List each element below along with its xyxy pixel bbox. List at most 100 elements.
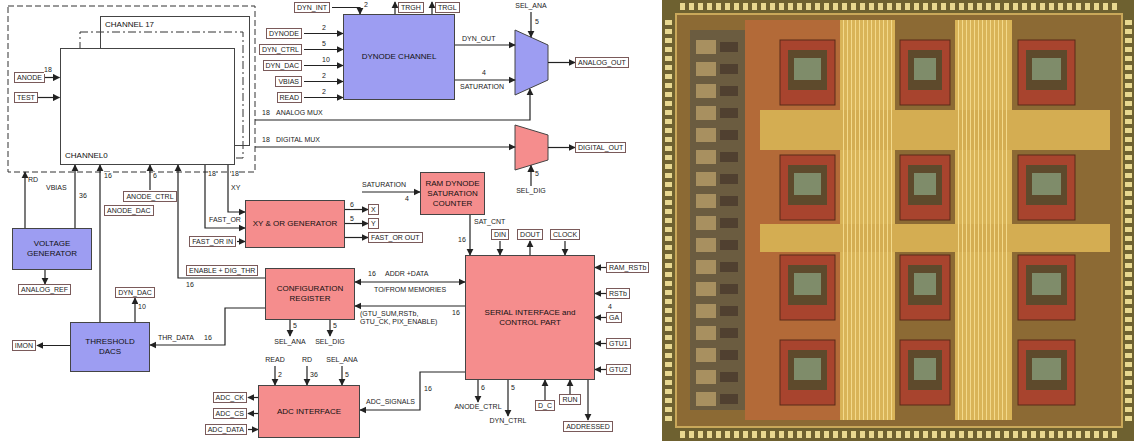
- bond-pad: [665, 218, 672, 223]
- bus-width: 4: [405, 195, 409, 203]
- bond-pad: [665, 254, 672, 259]
- circuit-block: [1018, 155, 1075, 220]
- wire: [36, 97, 60, 98]
- wire: [564, 241, 565, 255]
- bond-pad: [941, 431, 946, 438]
- bus-width: 5: [511, 384, 515, 392]
- bond-pad: [914, 3, 919, 10]
- bus-width: 16: [424, 385, 432, 393]
- bond-pad: [725, 3, 730, 10]
- bus-width: 10: [322, 56, 330, 64]
- wire: [587, 380, 588, 420]
- bond-pad: [689, 431, 694, 438]
- bond-pad: [1125, 110, 1132, 115]
- wiring-band: [955, 20, 1012, 420]
- bond-pad: [761, 3, 766, 10]
- pin-label: DYN_INT: [294, 2, 330, 13]
- bond-pad: [1125, 371, 1132, 376]
- io-cell: [720, 196, 738, 206]
- bond-pad: [968, 431, 973, 438]
- circuit-core: [914, 358, 936, 380]
- bond-pad: [665, 74, 672, 79]
- wire: [304, 49, 343, 50]
- pin-label: ANODE_DAC: [104, 205, 154, 216]
- wire: [274, 366, 275, 385]
- bus-connector: [74, 165, 75, 228]
- circuit-block: [1018, 340, 1075, 405]
- signal-name: RD: [28, 176, 38, 184]
- bond-pad: [1049, 3, 1054, 10]
- circuit-core: [908, 50, 942, 90]
- wire: [595, 317, 606, 318]
- signal-name: THR_DATA: [158, 334, 194, 342]
- io-cell: [720, 306, 738, 316]
- io-cell: [696, 370, 716, 384]
- pin-label: ADC_CK: [213, 392, 247, 403]
- bond-pad: [851, 431, 856, 438]
- metal-trace: [986, 20, 987, 420]
- block-title: XY & OR GENERATOR: [253, 219, 337, 229]
- bond-pad: [833, 3, 838, 10]
- circuit-block: [900, 255, 950, 320]
- signal-wires: [25, 2, 606, 430]
- signal-name: XY: [231, 184, 240, 192]
- bus-width: 16: [204, 334, 212, 342]
- bond-pad: [1076, 3, 1081, 10]
- bus-width: 16: [186, 281, 194, 289]
- bond-pad: [887, 3, 892, 10]
- bond-pad: [932, 431, 937, 438]
- bond-pad: [1125, 191, 1132, 196]
- bond-pad: [896, 3, 901, 10]
- bus-connector: [205, 165, 245, 228]
- bond-pad: [1125, 164, 1132, 169]
- circuit-core: [788, 165, 827, 205]
- bond-pad: [1013, 3, 1018, 10]
- wire: [345, 237, 368, 238]
- bond-pad: [1125, 47, 1132, 52]
- bond-pad: [1125, 335, 1132, 340]
- bond-pad: [869, 431, 874, 438]
- pin-label: ENABLE + DIG_THR: [186, 265, 258, 276]
- signal-name: FAST_OR: [209, 216, 241, 224]
- pin-label: CLOCK: [550, 229, 580, 240]
- wire: [237, 241, 245, 242]
- bond-pad: [1067, 3, 1072, 10]
- pin-label: DYN_DAC: [263, 60, 302, 71]
- pin-label: DYNODE: [266, 28, 302, 39]
- bond-pad: [1125, 344, 1132, 349]
- bus-width: 2: [322, 72, 326, 80]
- bond-pad: [959, 431, 964, 438]
- bond-pad: [665, 83, 672, 88]
- bond-pad: [1125, 101, 1132, 106]
- circuit-core: [908, 350, 942, 390]
- io-cell: [696, 326, 716, 340]
- pin-label: DOUT: [517, 229, 543, 240]
- metal-trace: [1006, 20, 1007, 420]
- bond-pad: [665, 290, 672, 295]
- bus-width: 10: [138, 303, 146, 311]
- circuit-core: [1032, 358, 1061, 380]
- metal-trace: [867, 20, 868, 420]
- metal-trace: [871, 20, 872, 420]
- signal-name: ANODE_CTRL: [454, 403, 501, 411]
- wire: [306, 366, 307, 385]
- bond-pad: [1125, 254, 1132, 259]
- bond-pad: [815, 431, 820, 438]
- pin-label: READ: [277, 92, 302, 103]
- pin-label: RUN: [559, 394, 580, 405]
- signal-name: SAT_CNT: [474, 218, 505, 226]
- pin-label: ANODE: [14, 72, 45, 83]
- bond-pad: [842, 431, 847, 438]
- bond-pad: [665, 155, 672, 160]
- wire: [530, 12, 531, 37]
- signal-name: SEL_ANA: [515, 2, 547, 10]
- metal-trace: [962, 20, 963, 420]
- io-cell: [720, 284, 738, 294]
- io-cell: [720, 262, 738, 272]
- pin-label: ANODE_CTRL: [123, 191, 176, 202]
- bond-pad: [1125, 119, 1132, 124]
- bond-pad: [665, 182, 672, 187]
- bond-pad: [779, 3, 784, 10]
- bond-pad: [665, 398, 672, 403]
- block-box: DYNODE CHANNEL: [343, 14, 455, 100]
